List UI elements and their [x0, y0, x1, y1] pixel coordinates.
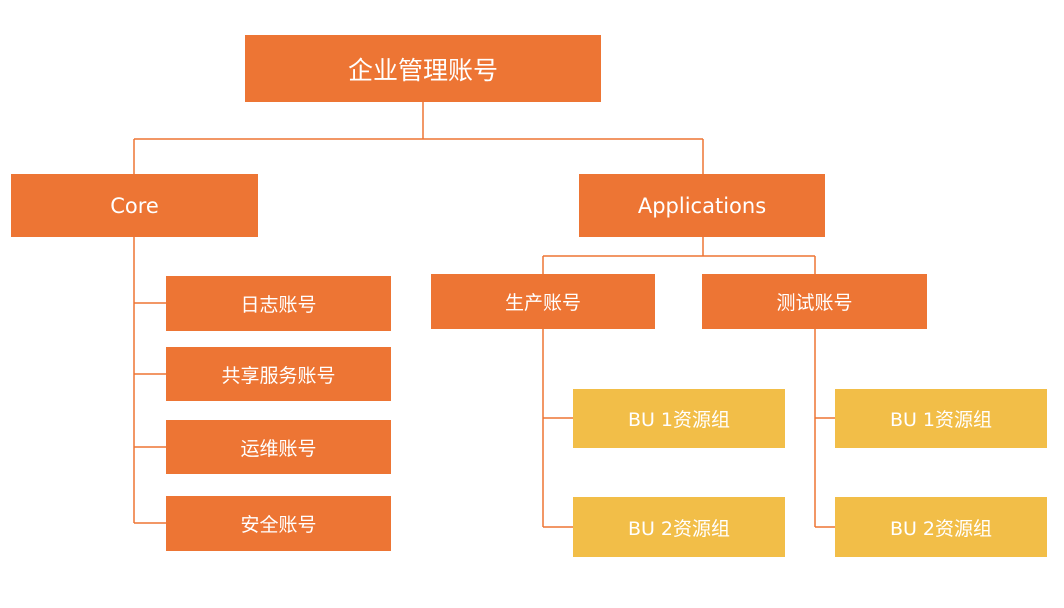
testing-account-label: 测试账号 — [776, 292, 853, 314]
root-node: 企业管理账号 — [245, 35, 601, 102]
core-child-label: 日志账号 — [240, 294, 317, 316]
production-account-node: 生产账号 — [431, 274, 655, 329]
core-child-label: 运维账号 — [240, 437, 317, 460]
applications-node-label: Applications — [637, 193, 767, 218]
core-child-node: 日志账号 — [166, 276, 391, 331]
production-account-label: 生产账号 — [504, 292, 581, 314]
production-resource-group-node: BU 1资源组 — [573, 389, 785, 448]
resource-group-label: BU 1资源组 — [889, 409, 993, 431]
production-resource-group-node: BU 2资源组 — [573, 497, 785, 557]
core-child-node: 共享服务账号 — [166, 347, 391, 401]
root-node-label: 企业管理账号 — [347, 55, 498, 85]
testing-resource-group-node: BU 2资源组 — [835, 497, 1047, 557]
core-child-node: 安全账号 — [166, 496, 391, 551]
testing-resource-group-node: BU 1资源组 — [835, 389, 1047, 448]
core-node: Core — [11, 174, 258, 237]
resource-group-label: BU 2资源组 — [889, 517, 993, 540]
connector-group — [133, 102, 835, 528]
core-child-label: 安全账号 — [240, 514, 317, 536]
core-child-node: 运维账号 — [166, 420, 391, 474]
core-child-label: 共享服务账号 — [221, 364, 336, 387]
resource-group-label: BU 1资源组 — [627, 409, 731, 431]
resource-group-label: BU 2资源组 — [627, 517, 731, 540]
core-node-label: Core — [110, 193, 159, 218]
testing-account-node: 测试账号 — [702, 274, 927, 329]
applications-node: Applications — [579, 174, 825, 237]
